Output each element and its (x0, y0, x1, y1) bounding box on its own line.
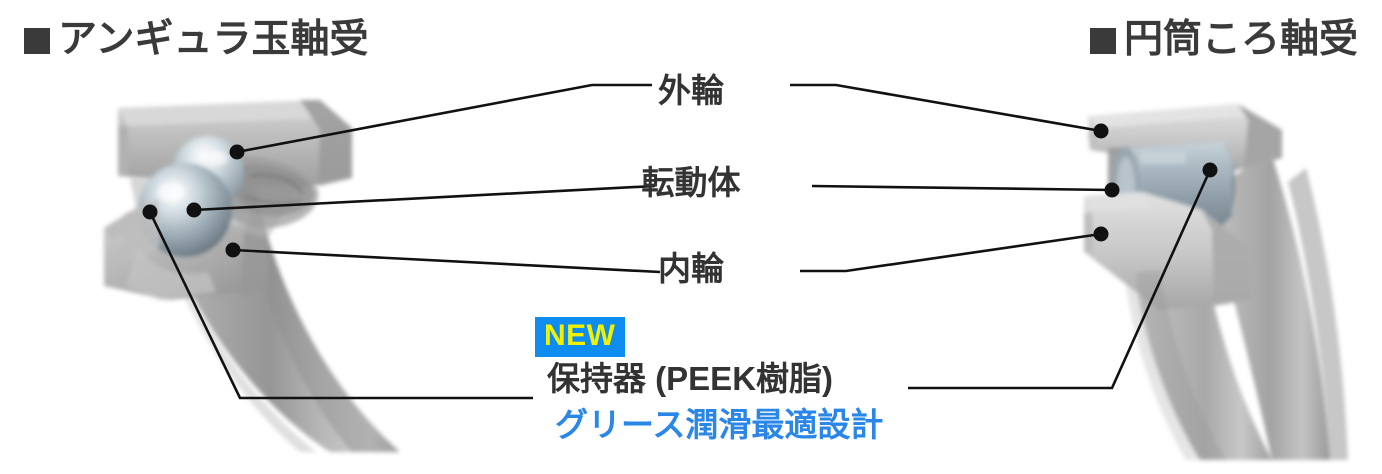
leader-lines (148, 83, 1212, 400)
cylindrical-roller-bearing-art (1084, 104, 1348, 460)
heading-right-label: 円筒ころ軸受 (1123, 18, 1358, 61)
callout-grease-lubrication: グリース潤滑最適設計 (555, 406, 884, 443)
callout-cage: 保持器 (PEEK樹脂) (547, 360, 834, 397)
heading-angular-ball-bearing: アンギュラ玉軸受 (24, 20, 368, 59)
heading-cylindrical-roller-bearing: 円筒ころ軸受 (1089, 18, 1358, 61)
heading-left-label: アンギュラ玉軸受 (58, 18, 369, 61)
callout-rolling-element-label: 転動体 (641, 164, 741, 201)
callout-inner-ring-label: 内輪 (658, 250, 724, 287)
new-badge: NEW (535, 317, 625, 357)
callout-outer-ring: 外輪 (0, 74, 1382, 107)
bullet-square-icon (1089, 28, 1116, 54)
leader-dots (142, 123, 1218, 258)
callout-outer-ring-label: 外輪 (658, 72, 724, 109)
callout-rolling-element: 転動体 (0, 166, 1382, 199)
callout-inner-ring: 内輪 (0, 252, 1382, 285)
bullet-square-icon (24, 28, 50, 54)
